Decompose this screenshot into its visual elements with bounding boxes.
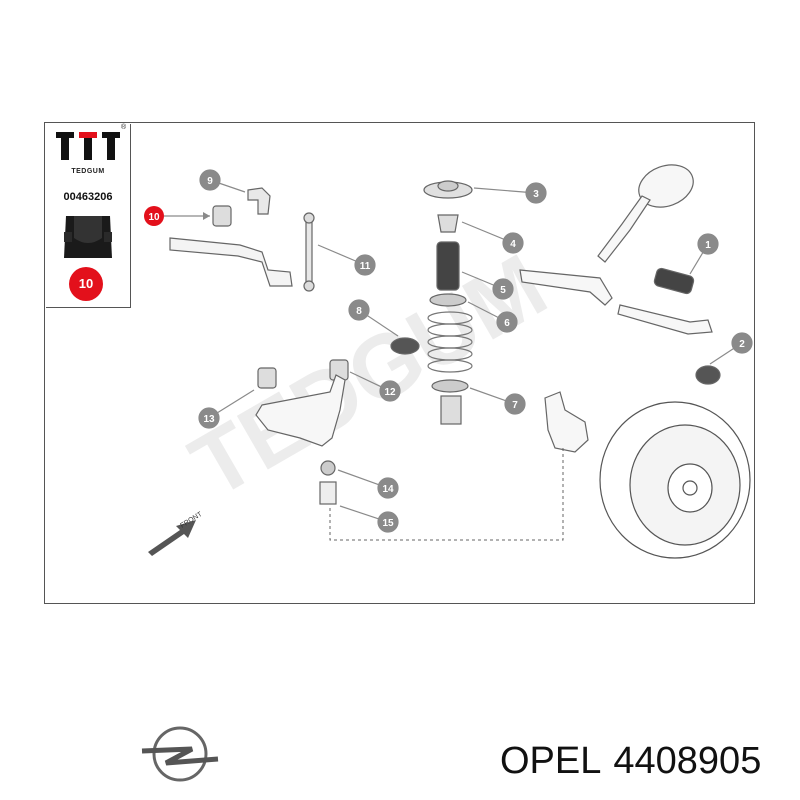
part-code: 00463206 bbox=[63, 191, 113, 203]
front-arrow-icon bbox=[148, 520, 196, 556]
callout-5-label: 5 bbox=[500, 285, 506, 296]
maker-name: OPEL bbox=[500, 740, 602, 782]
suspension-diagram: TEDGUM bbox=[144, 164, 753, 559]
assembly-link-line bbox=[329, 445, 564, 541]
callout-12 bbox=[379, 380, 401, 402]
ball-joint bbox=[320, 460, 336, 476]
callout-7 bbox=[504, 393, 526, 415]
callout-6-label: 6 bbox=[504, 318, 510, 329]
footer-part-number: OPEL 4408905 bbox=[500, 740, 761, 783]
stabilizer-bushing bbox=[212, 205, 232, 227]
spring-seat-top bbox=[429, 293, 467, 307]
steering-rack bbox=[519, 269, 613, 306]
bushing-bracket bbox=[247, 187, 271, 215]
callout-3 bbox=[525, 182, 547, 204]
tie-rod-end-boot bbox=[695, 365, 721, 385]
bump-stop bbox=[437, 214, 459, 233]
spring-seat-bottom bbox=[431, 379, 469, 393]
callout-14 bbox=[377, 477, 399, 499]
callout-1 bbox=[697, 233, 719, 255]
callout-markers: 1 2 3 4 5 6 7 8 9 11 12 13 bbox=[198, 169, 753, 533]
part-badge: 10 bbox=[69, 267, 103, 301]
callout-11 bbox=[354, 254, 376, 276]
callout-8-label: 8 bbox=[356, 306, 362, 317]
coil-spring bbox=[427, 311, 473, 373]
steering-wheel bbox=[638, 164, 694, 208]
shock-absorber bbox=[440, 395, 462, 425]
callout-2-label: 2 bbox=[739, 339, 745, 350]
callout-4 bbox=[502, 232, 524, 254]
arm-bushing-front bbox=[257, 367, 277, 389]
callout-7-label: 7 bbox=[512, 400, 518, 411]
brand-name: TEDGUM bbox=[71, 168, 105, 175]
stabilizer-bar bbox=[169, 237, 293, 287]
callout-13 bbox=[198, 407, 220, 429]
callout-4-label: 4 bbox=[510, 239, 516, 250]
steering-knuckle bbox=[544, 391, 589, 453]
opel-logo-icon bbox=[141, 726, 219, 782]
tie-rod bbox=[617, 304, 713, 335]
callout-15-label: 15 bbox=[382, 518, 394, 529]
callout-11-label: 11 bbox=[360, 261, 371, 272]
registered-mark: ® bbox=[121, 124, 127, 131]
callout-14-label: 14 bbox=[382, 484, 394, 495]
callout-6 bbox=[496, 311, 518, 333]
dust-boot bbox=[436, 241, 460, 291]
callout-10-group: 10 bbox=[144, 206, 210, 226]
callout-10 bbox=[144, 206, 164, 226]
strut-bearing bbox=[390, 337, 420, 355]
callout-3-label: 3 bbox=[533, 189, 539, 200]
wheel bbox=[599, 401, 751, 559]
tedgum-logo-icon bbox=[56, 132, 120, 160]
part-number: 4408905 bbox=[613, 740, 762, 782]
steering-column bbox=[597, 195, 651, 263]
rack-boot bbox=[653, 267, 695, 295]
callout-15 bbox=[377, 511, 399, 533]
callout-8 bbox=[348, 299, 370, 321]
callout-9-label: 9 bbox=[207, 176, 213, 187]
callout-10-label: 10 bbox=[148, 212, 160, 223]
brand-panel: ® TEDGUM 00463206 10 bbox=[46, 124, 131, 308]
watermark-text: TEDGUM bbox=[175, 236, 563, 518]
callout-5 bbox=[492, 278, 514, 300]
stabilizer-link bbox=[305, 215, 313, 287]
bushing-photo-icon bbox=[64, 216, 112, 258]
callout-13-label: 13 bbox=[203, 414, 215, 425]
control-arm bbox=[255, 374, 346, 447]
callout-12-label: 12 bbox=[384, 387, 396, 398]
ball-joint-boot bbox=[319, 481, 337, 505]
callout-9 bbox=[199, 169, 221, 191]
callout-2 bbox=[731, 332, 753, 354]
callout-1-label: 1 bbox=[705, 240, 711, 251]
